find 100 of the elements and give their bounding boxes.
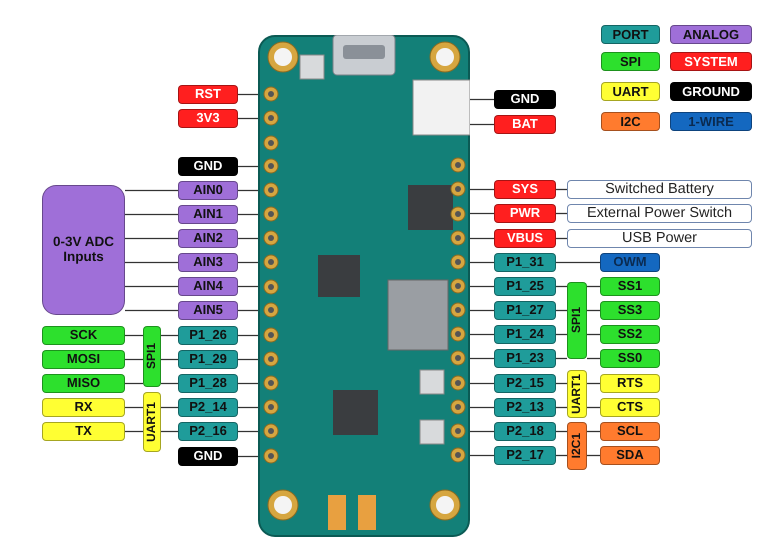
connector-line — [470, 358, 494, 360]
connector-line — [238, 166, 258, 168]
pin-label: P1_26 — [178, 326, 238, 345]
pin-label: BAT — [494, 115, 556, 134]
connector-line — [470, 454, 494, 456]
connector-line — [556, 286, 567, 288]
connector-line — [556, 430, 567, 432]
connector-line — [470, 124, 494, 126]
pin-label: P2_14 — [178, 398, 238, 417]
pin-label: P1_27 — [494, 301, 556, 320]
signal-label: SS1 — [600, 277, 660, 296]
pin-label: P2_18 — [494, 422, 556, 441]
legend-swatch: PORT — [601, 25, 660, 44]
connector-line — [238, 94, 258, 96]
connector-line — [556, 262, 600, 264]
connector-line — [470, 188, 494, 190]
connector-line — [125, 334, 143, 336]
connector-line — [238, 118, 258, 120]
pin-label: VBUS — [494, 229, 556, 248]
connector-line — [238, 286, 258, 288]
connector-line — [470, 262, 494, 264]
legend-swatch: GROUND — [670, 82, 752, 101]
connector-line — [238, 262, 258, 264]
pin-label: P1_23 — [494, 349, 556, 368]
connector-line — [470, 406, 494, 408]
signal-label: SS0 — [600, 349, 660, 368]
connector-line — [238, 358, 258, 360]
connector-line — [125, 406, 143, 408]
connector-line — [587, 406, 600, 408]
signal-label: TX — [42, 422, 125, 441]
signal-label: MISO — [42, 374, 125, 393]
connector-line — [470, 310, 494, 312]
pin-label: P1_31 — [494, 253, 556, 272]
pin-label: P1_28 — [178, 374, 238, 393]
pin-label: AIN4 — [178, 277, 238, 296]
description-label: Switched Battery — [567, 180, 752, 199]
pin-label: AIN5 — [178, 301, 238, 320]
connector-line — [161, 334, 178, 336]
pin-label: GND — [178, 447, 238, 466]
connector-line — [470, 430, 494, 432]
pin-label: SYS — [494, 180, 556, 199]
signal-label: SDA — [600, 446, 660, 465]
connector-line — [556, 454, 567, 456]
pin-label: P1_25 — [494, 277, 556, 296]
connector-line — [238, 430, 258, 432]
bus-label: I2C1 — [567, 422, 587, 470]
signal-label: RX — [42, 398, 125, 417]
legend-swatch: ANALOG — [670, 25, 752, 44]
connector-line — [556, 382, 567, 384]
legend-swatch: I2C — [601, 112, 660, 131]
connector-line — [556, 188, 567, 190]
connector-line — [161, 406, 178, 408]
connector-line — [238, 406, 258, 408]
adc-inputs-box: 0-3V ADC Inputs — [42, 185, 125, 315]
connector-line — [587, 310, 600, 312]
signal-label: OWM — [600, 253, 660, 272]
legend-swatch: SYSTEM — [670, 52, 752, 71]
connector-line — [587, 430, 600, 432]
connector-line — [238, 214, 258, 216]
legend-swatch: UART — [601, 82, 660, 101]
circuit-board-drawing — [258, 35, 470, 537]
connector-line — [238, 238, 258, 240]
legend-swatch: 1-WIRE — [670, 112, 752, 131]
bus-label: UART1 — [567, 370, 587, 418]
connector-line — [238, 334, 258, 336]
description-label: External Power Switch — [567, 204, 752, 223]
pin-label: AIN3 — [178, 253, 238, 272]
description-label: USB Power — [567, 229, 752, 248]
connector-line — [470, 238, 494, 240]
signal-label: SCK — [42, 326, 125, 345]
signal-label: SS3 — [600, 301, 660, 320]
pin-label: P2_13 — [494, 398, 556, 417]
connector-line — [125, 262, 178, 264]
connector-line — [470, 286, 494, 288]
connector-line — [125, 310, 178, 312]
connector-line — [125, 286, 178, 288]
connector-line — [556, 212, 567, 214]
pin-label: P2_16 — [178, 422, 238, 441]
connector-line — [238, 190, 258, 192]
pin-label: GND — [494, 90, 556, 109]
connector-line — [556, 406, 567, 408]
legend-swatch: SPI — [601, 52, 660, 71]
signal-label: MOSI — [42, 350, 125, 369]
signal-label: SS2 — [600, 325, 660, 344]
connector-line — [238, 456, 258, 458]
pin-label: P1_24 — [494, 325, 556, 344]
connector-line — [161, 430, 178, 432]
connector-line — [470, 212, 494, 214]
bus-label: SPI1 — [567, 282, 587, 359]
connector-line — [556, 358, 567, 360]
signal-label: CTS — [600, 398, 660, 417]
connector-line — [587, 286, 600, 288]
bus-label: UART1 — [143, 392, 161, 452]
signal-label: RTS — [600, 374, 660, 393]
pin-label: PWR — [494, 204, 556, 223]
connector-line — [470, 334, 494, 336]
connector-line — [125, 214, 178, 216]
signal-label: SCL — [600, 422, 660, 441]
connector-line — [587, 382, 600, 384]
connector-line — [470, 382, 494, 384]
